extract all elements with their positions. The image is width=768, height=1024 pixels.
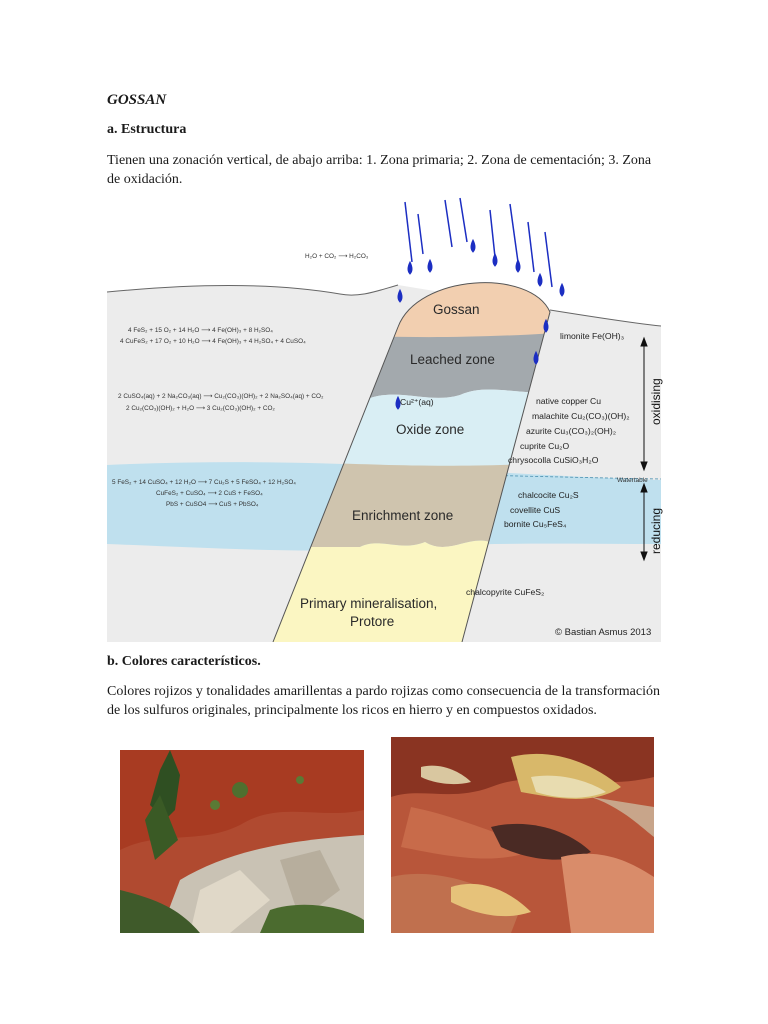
oxidising-label: oxidising	[649, 378, 663, 425]
mineral-covellite: covellite CuS	[510, 505, 560, 515]
section-b-heading: b. Colores característicos.	[107, 654, 261, 669]
gossan-rock-closeup-photo	[391, 737, 654, 933]
watertable-label: Watertable	[617, 477, 648, 484]
ore-body-outline	[272, 282, 551, 642]
cu-ion-label: Cu²⁺(aq)	[400, 397, 434, 407]
mineral-azurite: azurite Cu₃(CO₃)₂(OH)₂	[526, 426, 616, 436]
zone-label-gossan: Gossan	[433, 302, 480, 317]
mineral-native-copper: native copper Cu	[536, 396, 601, 406]
diagram-credit: © Bastian Asmus 2013	[555, 627, 651, 638]
oxidising-arrow	[640, 336, 648, 472]
watertable-line	[429, 473, 661, 480]
reaction-carbonic-acid: H₂O + CO₂ ⟶ H₂CO₃	[305, 253, 369, 260]
mineral-malachite: malachite Cu₂(CO₃)(OH)₂	[532, 411, 630, 421]
mineral-chalcopyrite: chalcopyrite CuFeS₂	[466, 587, 544, 597]
reaction-top-1: 4 FeS₂ + 15 O₂ + 14 H₂O ⟶ 4 Fe(OH)₃ + 8 …	[128, 327, 273, 334]
ground-surface-line-right	[549, 309, 661, 327]
reducing-label: reducing	[649, 508, 663, 554]
mineral-cuprite: cuprite Cu₂O	[520, 441, 570, 451]
zone-label-primary-2: Protore	[350, 614, 394, 629]
reaction-bottom-3: PbS + CuSO4 ⟶ CuS + PbSO₄	[166, 501, 259, 508]
reaction-bottom-1: 5 FeS₂ + 14 CuSO₄ + 12 H₂O ⟶ 7 Cu₂S + 5 …	[112, 479, 296, 486]
zone-label-primary-1: Primary mineralisation,	[300, 596, 437, 611]
mineral-chalcocite: chalcocite Cu₂S	[518, 490, 579, 500]
reaction-mid-1: 2 CuSO₄(aq) + 2 Na₂CO₃(aq) ⟶ Cu₂(CO₃)(OH…	[118, 393, 324, 400]
rain-icon	[395, 197, 565, 410]
mineral-limonite: limonite Fe(OH)₃	[560, 331, 625, 341]
zone-label-oxide: Oxide zone	[396, 422, 464, 437]
reducing-arrow	[640, 482, 648, 562]
mineral-chrysocolla: chrysocolla CuSiO₃H₂O	[508, 455, 599, 465]
zone-label-leached: Leached zone	[410, 352, 495, 367]
zone-label-enrichment: Enrichment zone	[352, 508, 453, 523]
reaction-mid-2: 2 Cu₂(CO₃)(OH)₂ + H₂O ⟶ 3 Cu₂(CO₃)(OH)₂ …	[126, 405, 275, 412]
reaction-top-2: 4 CuFeS₂ + 17 O₂ + 10 H₂O ⟶ 4 Fe(OH)₃ + …	[120, 338, 306, 345]
gossan-outcrop-photo	[120, 750, 364, 933]
gossan-zonation-diagram: H₂O + CO₂ ⟶ H₂CO₃ 4 FeS₂ + 15 O₂ + 14 H₂…	[107, 197, 663, 642]
reaction-bottom-2: CuFeS₂ + CuSO₄ ⟶ 2 CuS + FeSO₄	[156, 490, 263, 497]
section-b-paragraph: Colores rojizos y tonalidades amarillent…	[107, 684, 660, 718]
mineral-bornite: bornite Cu₅FeS₄	[504, 519, 567, 529]
section-a-paragraph: Tienen una zonación vertical, de abajo a…	[107, 153, 652, 187]
ground-surface-line	[107, 284, 399, 296]
section-a-heading: a. Estructura	[107, 122, 187, 137]
document-title: GOSSAN	[107, 92, 167, 108]
